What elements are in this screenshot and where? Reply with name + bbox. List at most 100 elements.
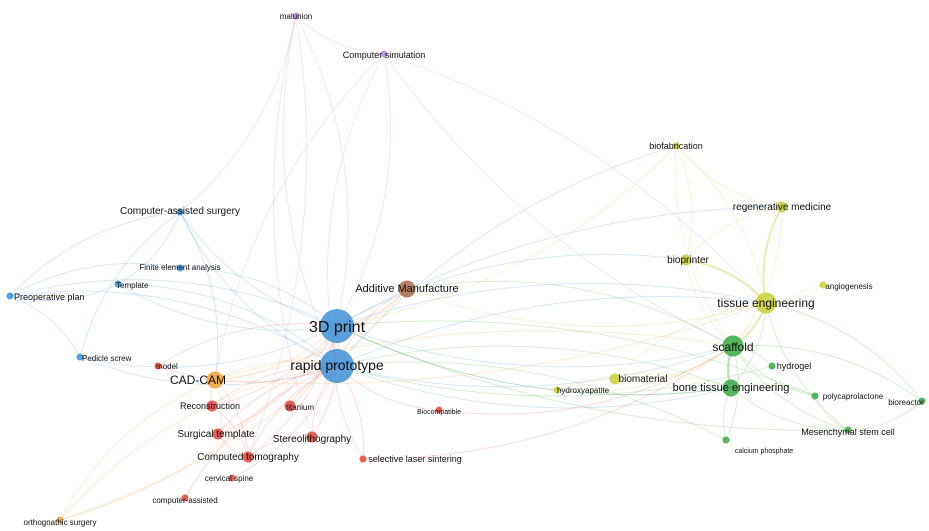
label-hydrogel[interactable]: hydrogel <box>777 361 812 371</box>
label-recon[interactable]: Reconstruction <box>180 401 240 411</box>
node-orthog[interactable] <box>56 516 64 524</box>
node-additive[interactable] <box>398 280 416 298</box>
link-additive-tissue <box>406 288 767 327</box>
link-biomat-tissue <box>614 302 767 380</box>
node-capo4[interactable] <box>722 436 730 444</box>
label-titanium[interactable]: titanium <box>286 403 314 412</box>
label-malunion[interactable]: malunion <box>280 12 312 21</box>
link-malunion-cas <box>179 15 297 213</box>
node-compsim[interactable] <box>380 50 388 58</box>
label-stereo[interactable]: Stereolithography <box>273 434 351 445</box>
label-compassist[interactable]: computer-assisted <box>152 496 217 505</box>
link-additive-cadcam <box>214 288 408 381</box>
node-stereo[interactable] <box>306 431 318 443</box>
node-biomat[interactable] <box>609 373 621 385</box>
link-compsim-scaffold <box>383 53 734 347</box>
node-recon[interactable] <box>206 400 218 412</box>
node-compassist[interactable] <box>181 494 189 502</box>
label-pcl[interactable]: polycaprolactone <box>823 392 884 401</box>
link-cas-template <box>117 211 181 285</box>
link-rapid-preop <box>9 290 338 367</box>
link-print3d-cas <box>179 211 338 327</box>
label-surgtemp[interactable]: Surgical template <box>177 429 255 440</box>
link-print3d-pedicle <box>79 325 338 368</box>
link-print3d-fea <box>179 267 338 327</box>
link-orthog-print3d <box>59 325 338 521</box>
node-hydroxy[interactable] <box>553 386 561 394</box>
node-scaffold[interactable] <box>722 335 744 357</box>
node-sls[interactable] <box>359 455 367 463</box>
link-ct-print3d <box>247 325 338 458</box>
node-cas[interactable] <box>176 208 184 216</box>
link-print3d-bte <box>336 325 732 396</box>
node-hydrogel[interactable] <box>768 362 776 370</box>
label-biomat[interactable]: biomaterial <box>619 374 668 385</box>
label-orthog[interactable]: orthognathic surgery <box>24 518 97 527</box>
label-bioprinter[interactable]: bioprinter <box>667 255 709 266</box>
node-msc[interactable] <box>844 426 852 434</box>
node-print3d[interactable] <box>320 309 354 343</box>
node-ct[interactable] <box>242 451 254 463</box>
node-fea[interactable] <box>176 264 184 272</box>
node-bte[interactable] <box>722 379 740 397</box>
label-template[interactable]: Template <box>116 281 149 290</box>
label-pedicle[interactable]: Pedicle screw <box>82 354 132 363</box>
node-template[interactable] <box>114 280 122 288</box>
label-ct[interactable]: Computed tomography <box>197 452 299 463</box>
label-additive[interactable]: Additive Manufacture <box>355 283 458 295</box>
link-msc-pcl <box>814 395 849 431</box>
node-biocompat[interactable] <box>435 406 443 414</box>
link-scaffold-msc <box>732 345 849 431</box>
node-bioprinter[interactable] <box>680 254 692 266</box>
link-pcl-print3d <box>336 320 816 397</box>
label-capo4[interactable]: calcium phosphate <box>735 448 793 455</box>
link-orthog-rapid <box>59 365 338 521</box>
node-pedicle[interactable] <box>76 353 84 361</box>
node-rapid[interactable] <box>320 349 354 383</box>
label-biocompat[interactable]: Biocompatible <box>417 409 461 416</box>
link-bte-print3d <box>336 325 732 396</box>
label-compsim[interactable]: Computer simulation <box>343 50 426 60</box>
node-biofab[interactable] <box>672 142 680 150</box>
node-tissue[interactable] <box>755 292 777 314</box>
label-cervical[interactable]: cervical spine <box>205 474 254 483</box>
label-preop[interactable]: Preoperative plan <box>14 292 85 302</box>
link-compsim-cadcam <box>214 53 385 381</box>
node-surgtemp[interactable] <box>212 428 224 440</box>
label-regen[interactable]: regenerative medicine <box>733 202 832 213</box>
node-cervical[interactable] <box>228 474 236 482</box>
link-cas-pedicle <box>79 211 181 358</box>
node-cadcam[interactable] <box>206 371 224 389</box>
label-bioreactor[interactable]: bioreactor <box>888 398 924 407</box>
link-tissue-msc <box>765 302 849 431</box>
link-fea-preop <box>9 263 181 297</box>
node-model[interactable] <box>154 362 162 370</box>
label-model[interactable]: model <box>156 362 178 371</box>
label-bte[interactable]: bone tissue engineering <box>673 382 790 394</box>
label-scaffold[interactable]: scaffold <box>712 340 753 354</box>
label-tissue[interactable]: tissue engineering <box>717 296 814 310</box>
node-preop[interactable] <box>6 292 14 300</box>
link-rapid-pedicle <box>79 356 338 386</box>
link-preop-template <box>9 283 119 302</box>
label-hydroxy[interactable]: hydroxyapatite <box>557 386 610 395</box>
label-sls[interactable]: selective laser sintering <box>368 454 462 464</box>
node-pcl[interactable] <box>811 392 819 400</box>
label-angio[interactable]: angiogenesis <box>825 282 872 291</box>
node-angio[interactable] <box>819 281 827 289</box>
label-cas[interactable]: Computer-assisted surgery <box>120 206 240 217</box>
label-rapid[interactable]: rapid prototype <box>290 357 384 373</box>
label-biofab[interactable]: biofabrication <box>649 141 703 151</box>
link-rapid-template <box>117 283 338 367</box>
label-fea[interactable]: Finite element analysis <box>139 263 220 272</box>
label-print3d[interactable]: 3D print <box>309 319 366 336</box>
link-bioprinter-scaffold <box>685 259 734 347</box>
node-regen[interactable] <box>776 201 788 213</box>
node-malunion[interactable] <box>292 12 300 20</box>
node-bioreactor[interactable] <box>918 397 926 405</box>
link-print3d-bioprinter <box>336 253 687 327</box>
label-msc[interactable]: Mesenchymal stem cell <box>801 427 895 437</box>
label-cadcam[interactable]: CAD-CAM <box>170 373 226 387</box>
node-titanium[interactable] <box>284 400 296 412</box>
link-cas-cadcam <box>179 211 219 381</box>
